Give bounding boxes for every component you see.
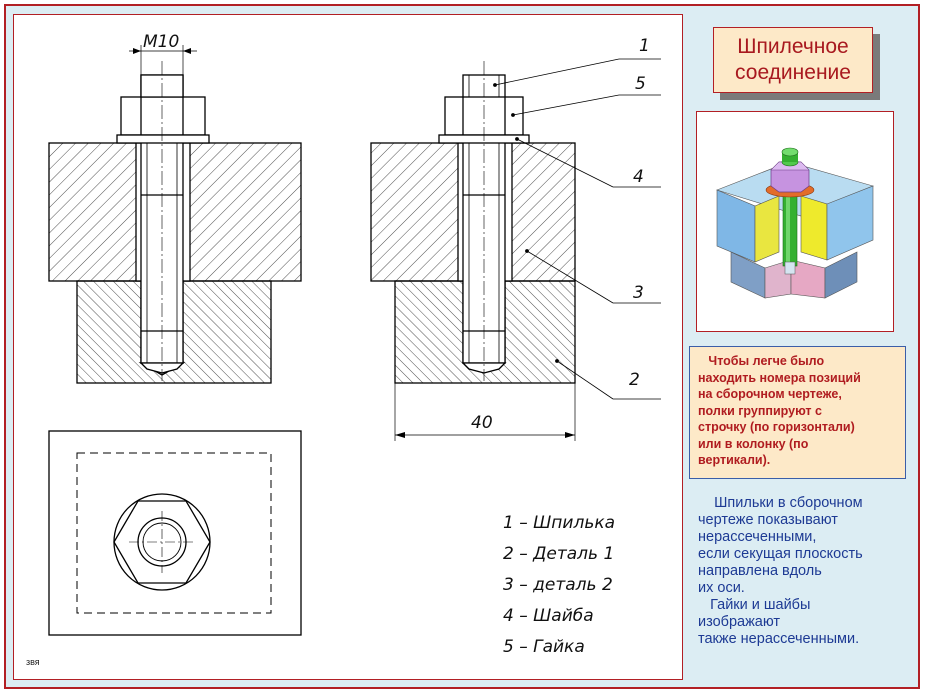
info-line: если секущая плоскость bbox=[698, 546, 863, 562]
legend-item: 4 – Шайба bbox=[503, 606, 594, 626]
position-label-3: 3 bbox=[633, 283, 644, 303]
info-line: Шпильки в сборочном bbox=[698, 495, 863, 511]
position-label-1: 1 bbox=[639, 36, 650, 56]
dimension-width: 40 bbox=[471, 413, 493, 433]
right-section-view bbox=[370, 61, 576, 441]
drawing-canvas: M10 40 bbox=[48, 32, 661, 636]
author-mark: звя bbox=[26, 657, 40, 667]
info-line: нерассеченными, bbox=[698, 529, 817, 545]
stud-representation-info: Шпильки в сборочном чертеже показывают н… bbox=[698, 495, 913, 648]
top-view bbox=[48, 430, 302, 636]
leader-lines bbox=[493, 58, 661, 400]
dimension-thread: M10 bbox=[143, 32, 179, 52]
position-label-5: 5 bbox=[635, 74, 646, 94]
info-line: Гайки и шайбы bbox=[698, 597, 811, 613]
info-line: направлена вдоль bbox=[698, 563, 822, 579]
isometric-illustration bbox=[696, 111, 894, 332]
info-line: изображают bbox=[698, 614, 781, 630]
legend-item: 2 – Деталь 1 bbox=[503, 544, 615, 564]
note-line: вертикали). bbox=[698, 453, 771, 467]
title-line-2: соединение bbox=[735, 61, 851, 84]
info-line: также нерассеченными. bbox=[698, 631, 860, 647]
technical-drawing: M10 40 bbox=[13, 14, 683, 680]
note-line: или в колонку (по bbox=[698, 436, 809, 451]
note-line: Чтобы легче было bbox=[698, 354, 825, 368]
left-section-view bbox=[48, 45, 302, 384]
tip-note: Чтобы легче было находить номера позиций… bbox=[689, 346, 906, 479]
slide-title: Шпилечное соединение bbox=[713, 27, 873, 93]
position-label-2: 2 bbox=[629, 370, 640, 390]
legend-item: 3 – деталь 2 bbox=[503, 575, 613, 595]
note-line: строчку (по горизонтали) bbox=[698, 420, 855, 434]
note-line: полки группируют с bbox=[698, 403, 822, 418]
title-line-1: Шпилечное bbox=[737, 35, 849, 58]
position-label-4: 4 bbox=[633, 167, 644, 187]
info-line: их оси. bbox=[698, 580, 745, 596]
parts-legend: 1 – Шпилька 2 – Деталь 1 3 – деталь 2 4 … bbox=[503, 508, 615, 663]
note-line: на сборочном чертеже, bbox=[698, 387, 842, 401]
note-line: находить номера позиций bbox=[698, 370, 861, 385]
legend-item: 5 – Гайка bbox=[503, 637, 585, 657]
legend-item: 1 – Шпилька bbox=[503, 513, 616, 533]
stud-joint-3d-image bbox=[716, 147, 874, 299]
info-line: чертеже показывают bbox=[698, 512, 838, 528]
